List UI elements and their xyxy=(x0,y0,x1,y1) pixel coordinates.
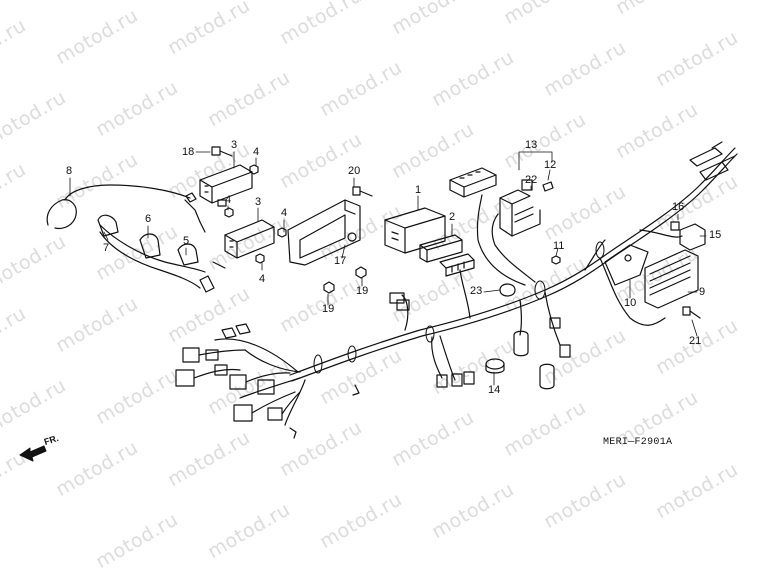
regulator-rectifier xyxy=(644,249,699,309)
mounting-bracket xyxy=(287,199,361,266)
left-connector-cluster xyxy=(175,323,360,439)
ignition-coil-lower xyxy=(224,219,275,259)
indicator-panel xyxy=(449,167,497,198)
callout-4-b: 4 xyxy=(225,194,232,206)
callout-14: 14 xyxy=(488,384,501,396)
diagram-code: MERI—F2901A xyxy=(603,437,673,448)
ecu-module xyxy=(384,207,446,254)
callout-10: 10 xyxy=(624,297,637,309)
callout-13: 13 xyxy=(525,139,538,151)
battery-leads xyxy=(689,141,736,181)
callout-leaders xyxy=(69,151,707,386)
ignition-coil-upper xyxy=(199,164,253,207)
callout-8: 8 xyxy=(66,165,73,177)
callout-23: 23 xyxy=(470,285,483,297)
callout-22: 22 xyxy=(525,174,538,186)
callout-12: 12 xyxy=(544,159,557,171)
connector-block-2 xyxy=(419,234,475,277)
callout-21: 21 xyxy=(689,335,702,347)
main-harness xyxy=(214,147,738,426)
bracket-10 xyxy=(604,244,649,286)
spark-plug-leads xyxy=(46,184,226,293)
callout-20: 20 xyxy=(348,165,361,177)
callout-18: 18 xyxy=(182,146,195,158)
callout-15: 15 xyxy=(709,229,722,241)
callout-6: 6 xyxy=(145,213,152,225)
callout-2: 2 xyxy=(449,211,456,223)
middle-connectors xyxy=(389,292,475,388)
callout-19-b: 19 xyxy=(356,285,369,297)
callout-1: 1 xyxy=(415,184,422,196)
callout-4-a: 4 xyxy=(253,146,260,158)
callout-9: 9 xyxy=(699,286,706,298)
starter-relay xyxy=(670,221,706,251)
callout-17: 17 xyxy=(334,255,347,267)
callout-16: 16 xyxy=(672,201,685,213)
fasteners xyxy=(211,146,701,319)
callout-4-d: 4 xyxy=(259,273,266,285)
front-direction-arrow xyxy=(19,445,47,462)
callout-19-a: 19 xyxy=(322,303,335,315)
fuse-holders xyxy=(513,317,571,390)
callout-5: 5 xyxy=(183,235,190,247)
ignition-switch xyxy=(499,179,554,237)
callout-11: 11 xyxy=(553,240,565,252)
callout-7: 7 xyxy=(103,242,110,254)
callout-3-lower: 3 xyxy=(255,196,262,208)
callout-3-upper: 3 xyxy=(231,139,238,151)
harness-clamps xyxy=(313,241,605,374)
harness-bands xyxy=(485,283,516,374)
callout-4-c: 4 xyxy=(281,207,288,219)
